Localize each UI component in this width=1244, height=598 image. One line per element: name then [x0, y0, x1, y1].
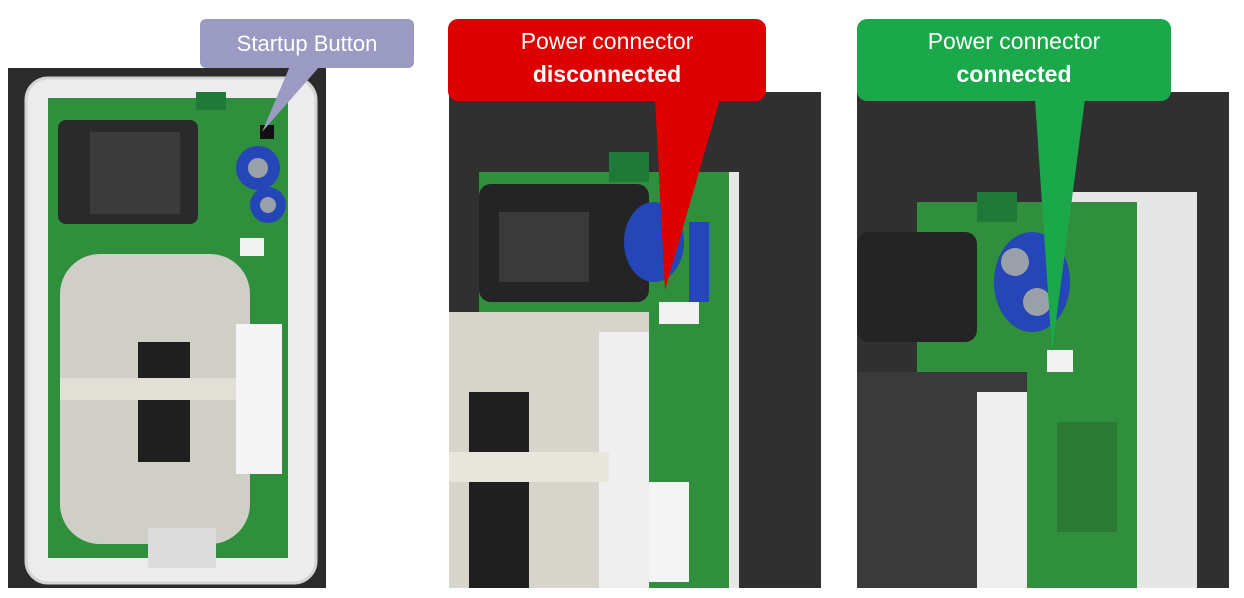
connector-connected-callout: Power connector connected [857, 19, 1171, 101]
photo-device-overview [8, 68, 326, 588]
connected-line1: Power connector [927, 28, 1101, 54]
disconnected-line1: Power connector [520, 28, 694, 54]
connector-unplugged-image [449, 92, 821, 588]
startup-button-callout: Startup Button [200, 19, 414, 68]
disconnected-line2: disconnected [532, 61, 682, 87]
startup-button-label: Startup Button [236, 31, 378, 56]
connector-plugged-image [857, 92, 1229, 588]
connected-line2: connected [956, 61, 1072, 87]
photo-connector-plugged [857, 92, 1229, 588]
photo-connector-unplugged [449, 92, 821, 588]
device-overview-image [8, 68, 326, 588]
connector-disconnected-callout: Power connector disconnected [448, 19, 766, 101]
